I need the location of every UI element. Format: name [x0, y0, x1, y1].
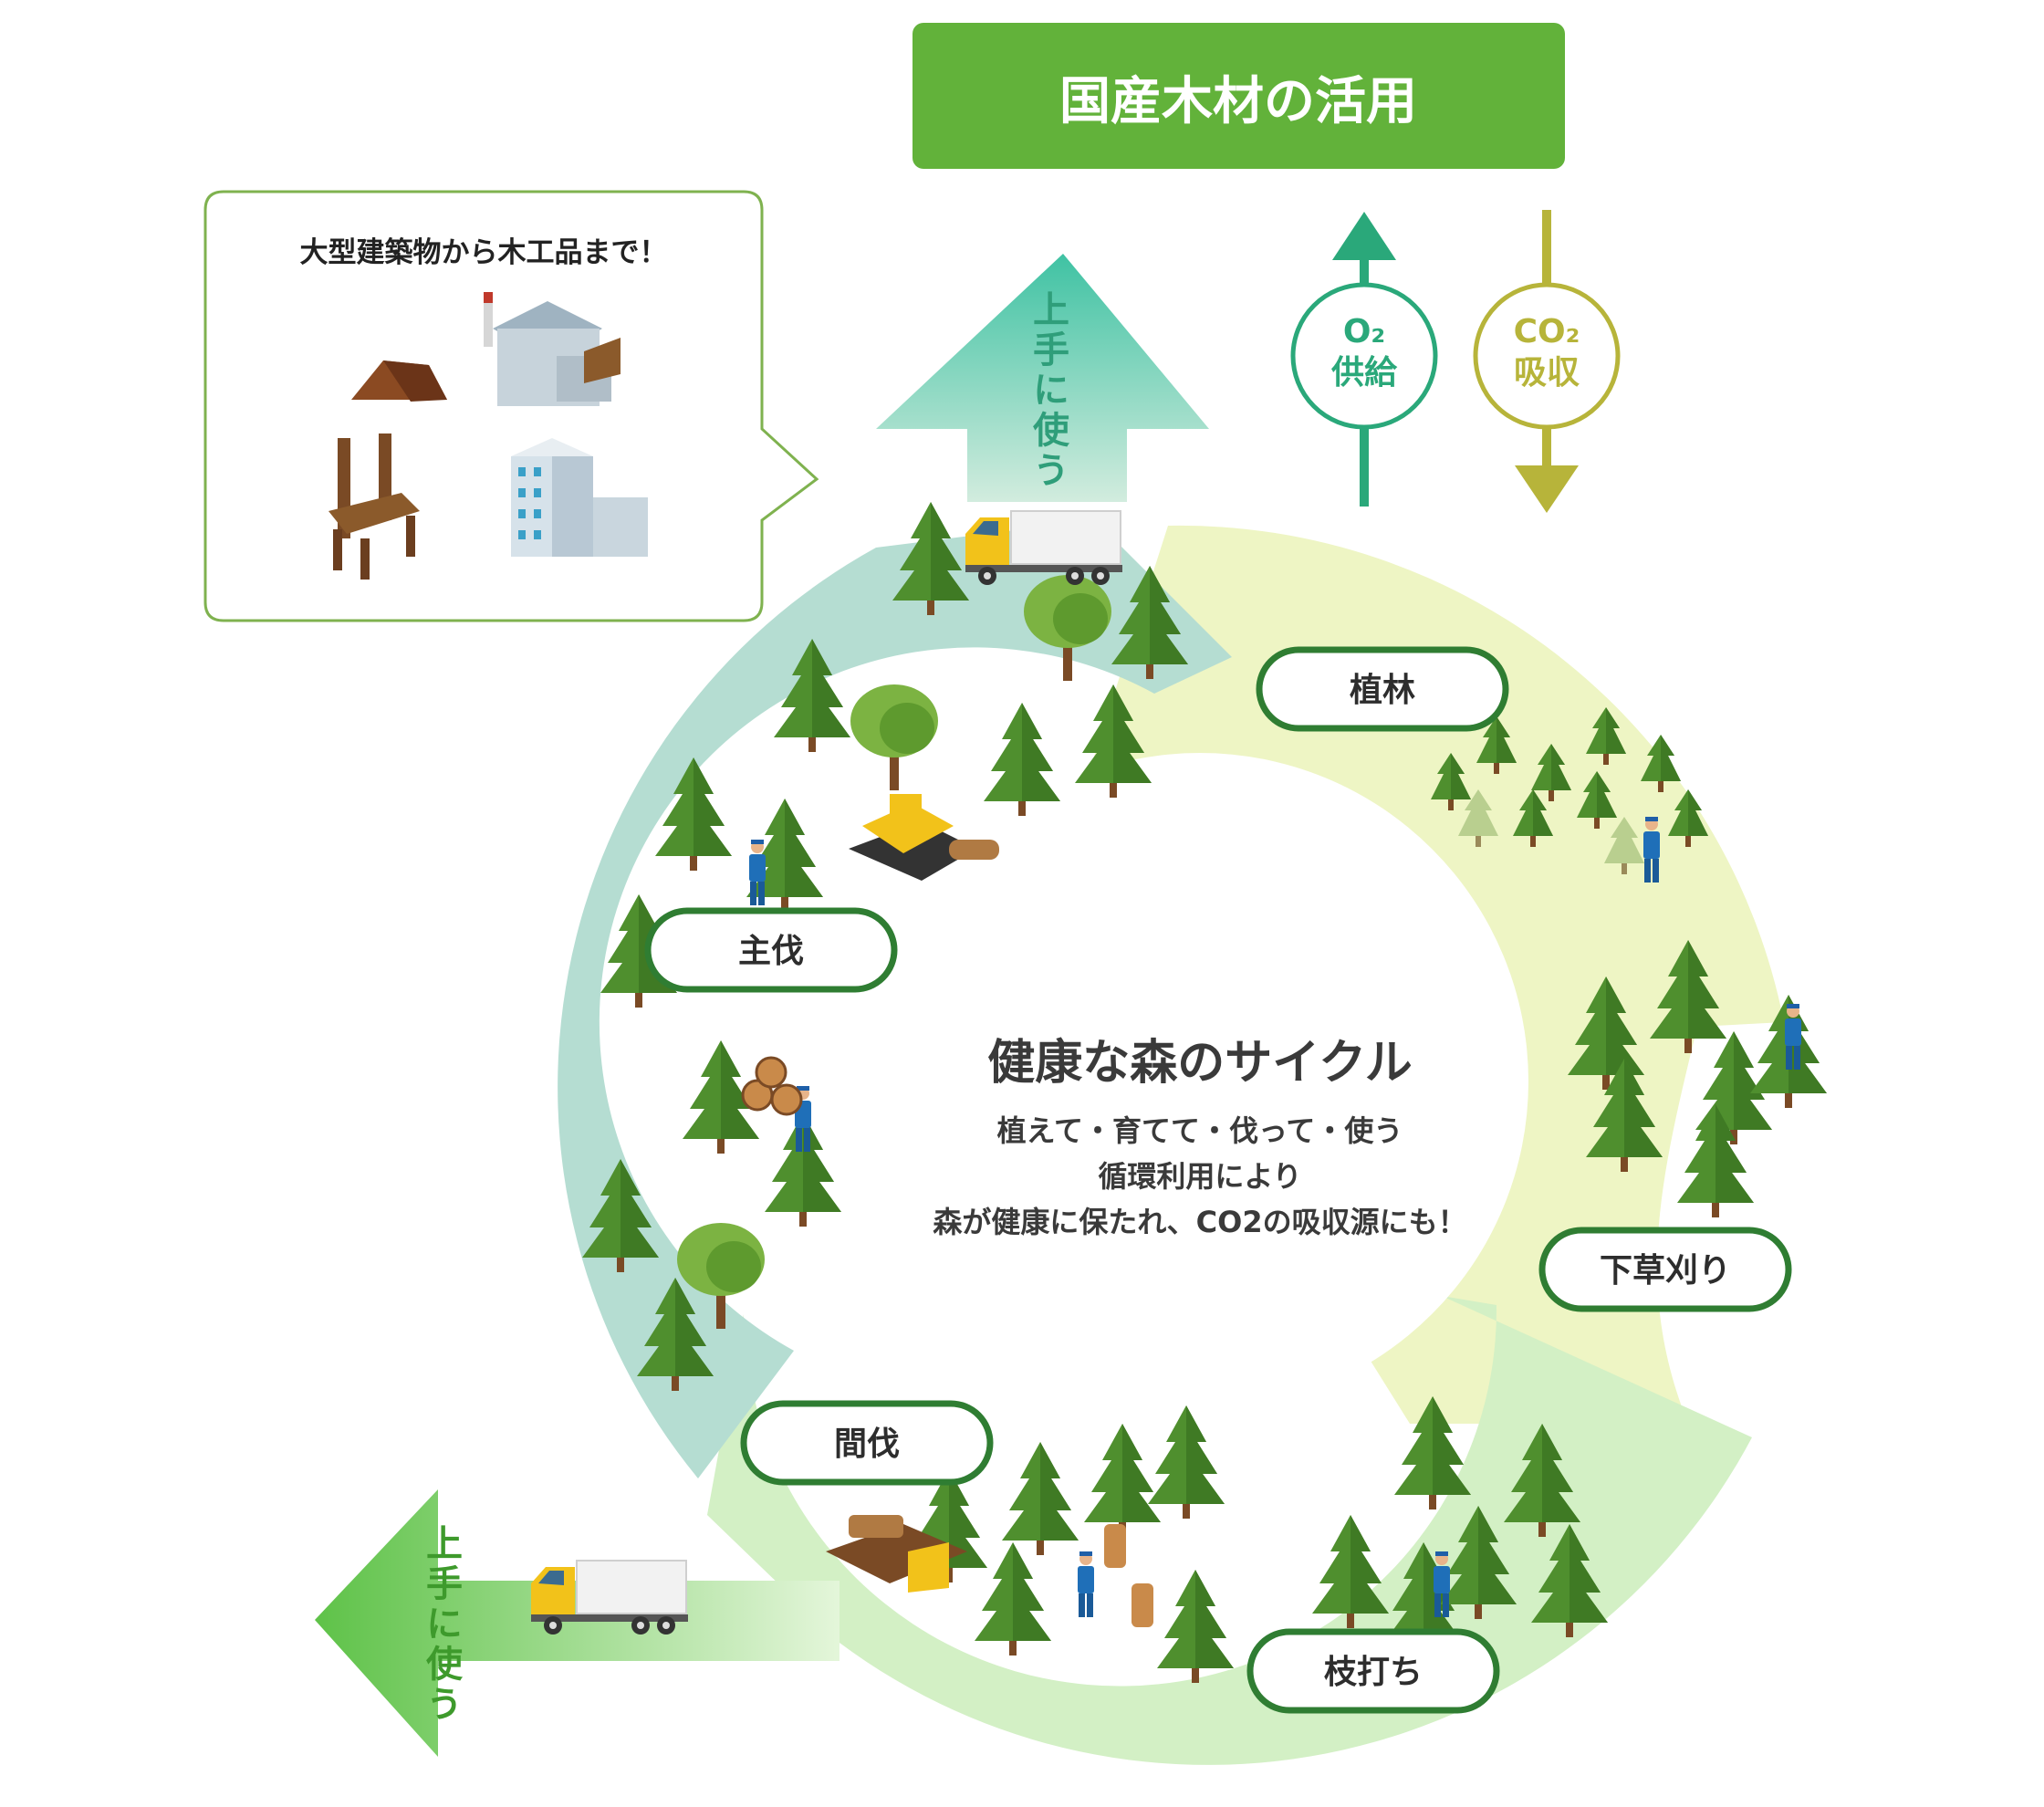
svg-text:植林: 植林: [1350, 672, 1415, 709]
svg-text:下草刈り: 下草刈り: [1600, 1252, 1731, 1290]
callout-title: 大型建築物から木工品まで！: [300, 236, 668, 269]
o2-line1: O₂: [1343, 313, 1385, 350]
svg-text:間伐: 間伐: [834, 1426, 900, 1463]
co2-line1: CO₂: [1514, 313, 1580, 350]
co2-line2: 吸収: [1514, 354, 1580, 392]
stage-pill-thinning: 間伐: [744, 1404, 990, 1482]
down-arrow-icon: [1515, 465, 1579, 513]
log-pile-illustration: [743, 1058, 801, 1114]
center-title: 健康な森のサイクル: [987, 1036, 1412, 1091]
svg-text:主伐: 主伐: [738, 933, 804, 970]
header-title: 国産木材の活用: [1059, 72, 1417, 131]
left-arrow-label: 上手に使う: [420, 1524, 463, 1725]
co2-absorb-indicator: CO₂ 吸収: [1476, 210, 1618, 513]
stage-pill-pruning: 枝打ち: [1250, 1632, 1496, 1710]
stage-pill-planting: 植林: [1259, 650, 1506, 728]
svg-text:枝打ち: 枝打ち: [1324, 1654, 1423, 1691]
center-line3: 森が健康に保たれ、CO2の吸収源にも！: [933, 1205, 1466, 1239]
center-line2: 循環利用により: [1098, 1159, 1301, 1194]
stage-pill-weeding: 下草刈り: [1542, 1230, 1788, 1309]
up-arrow-icon: [1332, 212, 1396, 260]
center-line1: 植えて・育てて・伐って・使う: [997, 1113, 1403, 1148]
stump-illustration: [1104, 1524, 1153, 1627]
stage-pill-harvest: 主伐: [648, 911, 894, 989]
callout-bubble: 大型建築物から木工品まで！: [205, 192, 817, 621]
o2-supply-indicator: O₂ 供給: [1293, 212, 1435, 507]
o2-line2: 供給: [1331, 354, 1398, 392]
top-arrow-label: 上手に使う: [1027, 290, 1069, 491]
